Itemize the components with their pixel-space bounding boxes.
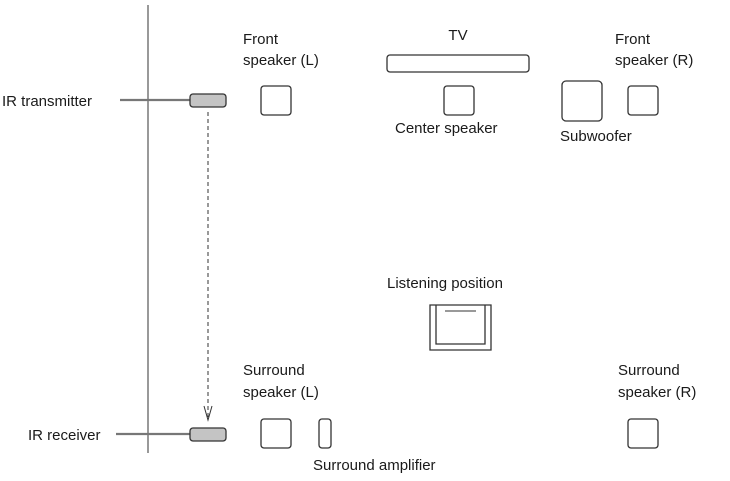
ir-signal-arrowhead	[203, 405, 213, 422]
front-right-speaker	[627, 85, 659, 116]
surround-right-speaker	[627, 418, 659, 449]
surround-right-label-line1: Surround	[618, 362, 680, 379]
center-speaker	[443, 85, 475, 116]
ir-transmitter-label: IR transmitter	[2, 93, 92, 110]
surround-left-speaker	[260, 418, 292, 449]
ir-receiver-device	[189, 427, 227, 442]
front-left-label-line2: speaker (L)	[243, 52, 319, 69]
front-left-label-line1: Front	[243, 31, 279, 48]
subwoofer	[561, 80, 603, 122]
front-right-label-line1: Front	[615, 31, 651, 48]
subwoofer-label: Subwoofer	[560, 128, 632, 145]
front-left-speaker	[260, 85, 292, 116]
tv-label: TV	[448, 27, 467, 44]
front-right-label-line2: speaker (R)	[615, 52, 693, 69]
surround-right-label-line2: speaker (R)	[618, 384, 696, 401]
surround-amplifier-label: Surround amplifier	[313, 457, 436, 474]
ir-receiver-label: IR receiver	[28, 427, 101, 444]
surround-left-label-line2: speaker (L)	[243, 384, 319, 401]
listening-position-label: Listening position	[387, 275, 503, 292]
center-speaker-label: Center speaker	[395, 120, 498, 137]
surround-left-label-line1: Surround	[243, 362, 305, 379]
listening-position-seat	[429, 304, 492, 351]
tv-shape	[386, 54, 530, 73]
surround-amplifier	[318, 418, 332, 449]
ir-transmitter-device	[189, 93, 227, 108]
